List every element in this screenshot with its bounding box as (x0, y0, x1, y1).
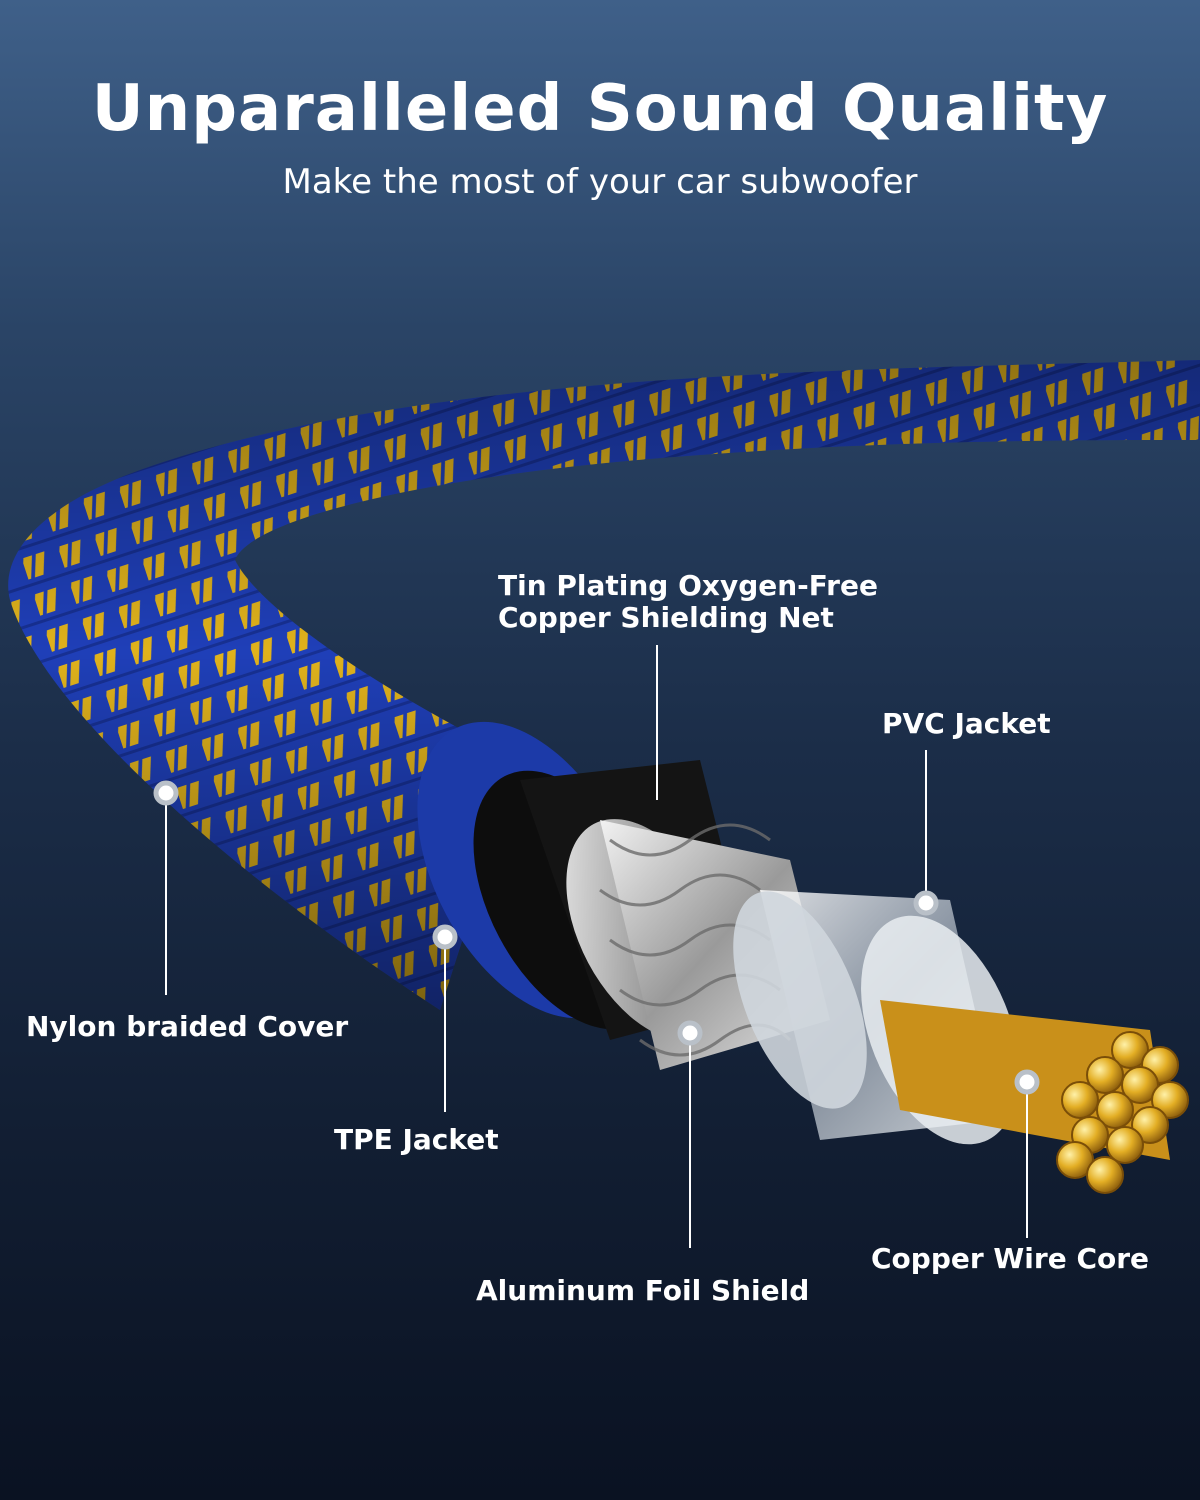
callout-pointers (153, 645, 1040, 1248)
copper-core-bundle (880, 1000, 1189, 1194)
shielding-net-label-line1: Tin Plating Oxygen-Free (498, 569, 878, 602)
pvc-jacket-label: PVC Jacket (882, 707, 1051, 740)
copper-core-label: Copper Wire Core (871, 1242, 1150, 1275)
tpe-jacket-label: TPE Jacket (334, 1123, 499, 1156)
shielding-net-label: Tin Plating Oxygen-Free Copper Shielding… (498, 570, 878, 634)
page-title: Unparalleled Sound Quality (91, 72, 1109, 146)
aluminum-shield-label: Aluminum Foil Shield (476, 1274, 810, 1307)
page-subtitle: Make the most of your car subwoofer (282, 162, 918, 202)
shielding-net-label-line2: Copper Shielding Net (498, 601, 834, 634)
nylon-cover-label: Nylon braided Cover (26, 1010, 349, 1043)
